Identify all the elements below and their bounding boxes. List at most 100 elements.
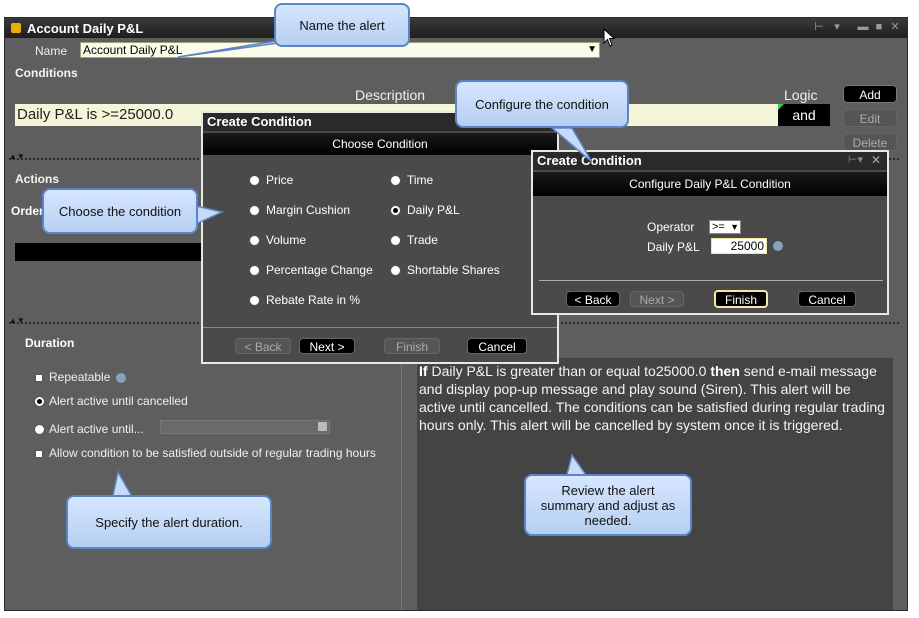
choice-price[interactable]: Price — [249, 173, 293, 187]
configure-dialog-header: Configure Daily P&L Condition — [533, 172, 887, 196]
edit-button[interactable]: Edit — [843, 109, 897, 127]
configure-callout-tail — [549, 127, 593, 163]
choose-dialog-header: Choose Condition — [203, 133, 557, 155]
choice-percentage-change-label: Percentage Change — [266, 263, 373, 277]
collapse-up-icon[interactable]: ▲▼ — [9, 152, 25, 161]
radio-shortable-shares[interactable] — [390, 265, 401, 277]
outside-hours-label: Allow condition to be satisfied outside … — [49, 446, 376, 460]
logic-column-header: Logic — [784, 87, 818, 103]
choice-daily-pnl-label: Daily P&L — [407, 203, 460, 217]
configure-dialog-separator — [539, 280, 883, 281]
collapse-down-icon[interactable]: ▲▼ — [9, 316, 25, 325]
add-button[interactable]: Add — [843, 85, 897, 103]
configure-cancel-button[interactable]: Cancel — [798, 291, 856, 307]
summary-if: If — [419, 363, 428, 379]
operator-label: Operator — [647, 220, 695, 234]
radio-time[interactable] — [390, 175, 401, 187]
choice-trade-label: Trade — [407, 233, 438, 247]
radio-margin-cushion[interactable] — [249, 205, 260, 217]
choice-time[interactable]: Time — [390, 173, 433, 187]
choice-daily-pnl[interactable]: Daily P&L — [390, 203, 460, 217]
panel-divider — [401, 353, 402, 610]
active-until-label: Alert active until... — [49, 422, 144, 436]
callout-configure-condition: Configure the condition — [455, 80, 629, 128]
configure-next-button[interactable]: Next > — [630, 291, 684, 307]
until-cancelled-radio[interactable] — [34, 396, 45, 408]
condition-description: Daily P&L is >=25000.0 — [17, 106, 174, 123]
choice-margin-cushion-label: Margin Cushion — [266, 203, 351, 217]
choose-back-button[interactable]: < Back — [235, 338, 291, 354]
active-until-radio[interactable] — [34, 424, 45, 436]
repeatable-checkbox[interactable] — [35, 373, 43, 382]
dropdown-chevron-icon[interactable]: ▼ — [587, 44, 597, 55]
choice-volume[interactable]: Volume — [249, 233, 306, 247]
maximize-icon[interactable]: ■ — [875, 21, 883, 33]
calendar-icon[interactable] — [318, 422, 327, 431]
operator-select[interactable]: >= ▼ — [709, 220, 741, 234]
pin-icon[interactable]: ⊢ — [814, 21, 824, 33]
radio-rebate-rate[interactable] — [249, 295, 260, 307]
callout-alert-duration: Specify the alert duration. — [66, 495, 272, 549]
configure-finish-button[interactable]: Finish — [714, 290, 768, 308]
name-input-value: Account Daily P&L — [83, 43, 183, 57]
radio-volume[interactable] — [249, 235, 260, 247]
outside-hours-checkbox[interactable] — [35, 449, 43, 458]
close-icon[interactable]: ✕ — [890, 21, 900, 33]
choice-trade[interactable]: Trade — [390, 233, 438, 247]
configure-back-button[interactable]: < Back — [566, 291, 620, 307]
window-title: Account Daily P&L — [27, 21, 144, 36]
name-label: Name — [35, 44, 68, 58]
pnl-label: Daily P&L — [647, 240, 700, 254]
summary-action-text: send e-mail message and display pop-up m… — [419, 363, 885, 433]
choose-cancel-button[interactable]: Cancel — [467, 338, 527, 354]
choice-shortable-shares-label: Shortable Shares — [407, 263, 500, 277]
duration-label: Duration — [25, 336, 75, 350]
window-titlebar[interactable]: Account Daily P&L ⊢ ▾ ▬ ■ ✕ — [5, 18, 907, 38]
summary-condition-text: Daily P&L is greater than or equal to250… — [427, 363, 711, 379]
choose-callout-tail — [195, 205, 225, 226]
radio-daily-pnl[interactable] — [390, 205, 401, 217]
choice-margin-cushion[interactable]: Margin Cushion — [249, 203, 350, 217]
callout-name-alert: Name the alert — [274, 3, 410, 47]
choice-volume-label: Volume — [266, 233, 307, 247]
callout-review-summary: Review the alert summary and adjust as n… — [524, 474, 692, 536]
summary-then: then — [710, 363, 740, 379]
choose-dialog-separator — [203, 327, 557, 328]
outside-hours-option[interactable]: Allow condition to be satisfied outside … — [35, 446, 376, 460]
choose-condition-dialog: Create Condition Choose Condition Price … — [201, 111, 559, 364]
help-icon[interactable] — [116, 372, 127, 383]
radio-price[interactable] — [249, 175, 260, 187]
choice-rebate-rate[interactable]: Rebate Rate in % — [249, 293, 360, 307]
until-cancelled-option[interactable]: Alert active until cancelled — [34, 394, 188, 408]
operator-value: >= — [712, 221, 725, 233]
configure-pin-icon[interactable]: ⊢▾ — [847, 154, 863, 166]
choice-rebate-rate-label: Rebate Rate in % — [266, 293, 361, 307]
condition-logic[interactable]: and — [778, 104, 830, 126]
orders-label: Orders — [11, 204, 51, 218]
description-column-header: Description — [355, 87, 426, 103]
mouse-cursor-icon — [603, 28, 616, 47]
radio-percentage-change[interactable] — [249, 265, 260, 277]
orders-table[interactable] — [15, 243, 205, 261]
radio-trade[interactable] — [390, 235, 401, 247]
choose-finish-button[interactable]: Finish — [384, 338, 440, 354]
operator-chevron-icon: ▼ — [730, 222, 739, 232]
conditions-label: Conditions — [15, 66, 78, 80]
configure-condition-dialog: Create Condition ✕ ⊢▾ Configure Daily P&… — [531, 150, 889, 315]
pnl-value-input[interactable]: 25000 — [711, 238, 767, 254]
repeatable-option[interactable]: Repeatable — [35, 370, 127, 384]
choose-next-button[interactable]: Next > — [299, 338, 355, 354]
active-until-option[interactable]: Alert active until... — [34, 422, 144, 436]
active-until-date-input[interactable] — [160, 420, 330, 434]
choice-price-label: Price — [266, 173, 294, 187]
minimize-icon[interactable]: ▬ — [857, 21, 869, 33]
pnl-help-icon[interactable] — [773, 241, 783, 251]
choice-shortable-shares[interactable]: Shortable Shares — [390, 263, 500, 277]
until-cancelled-label: Alert active until cancelled — [49, 394, 188, 408]
delete-button[interactable]: Delete — [843, 133, 897, 151]
repeatable-label: Repeatable — [49, 370, 111, 384]
choice-percentage-change[interactable]: Percentage Change — [249, 263, 373, 277]
menu-chevron-icon[interactable]: ▾ — [834, 21, 840, 33]
configure-close-icon[interactable]: ✕ — [870, 153, 881, 167]
